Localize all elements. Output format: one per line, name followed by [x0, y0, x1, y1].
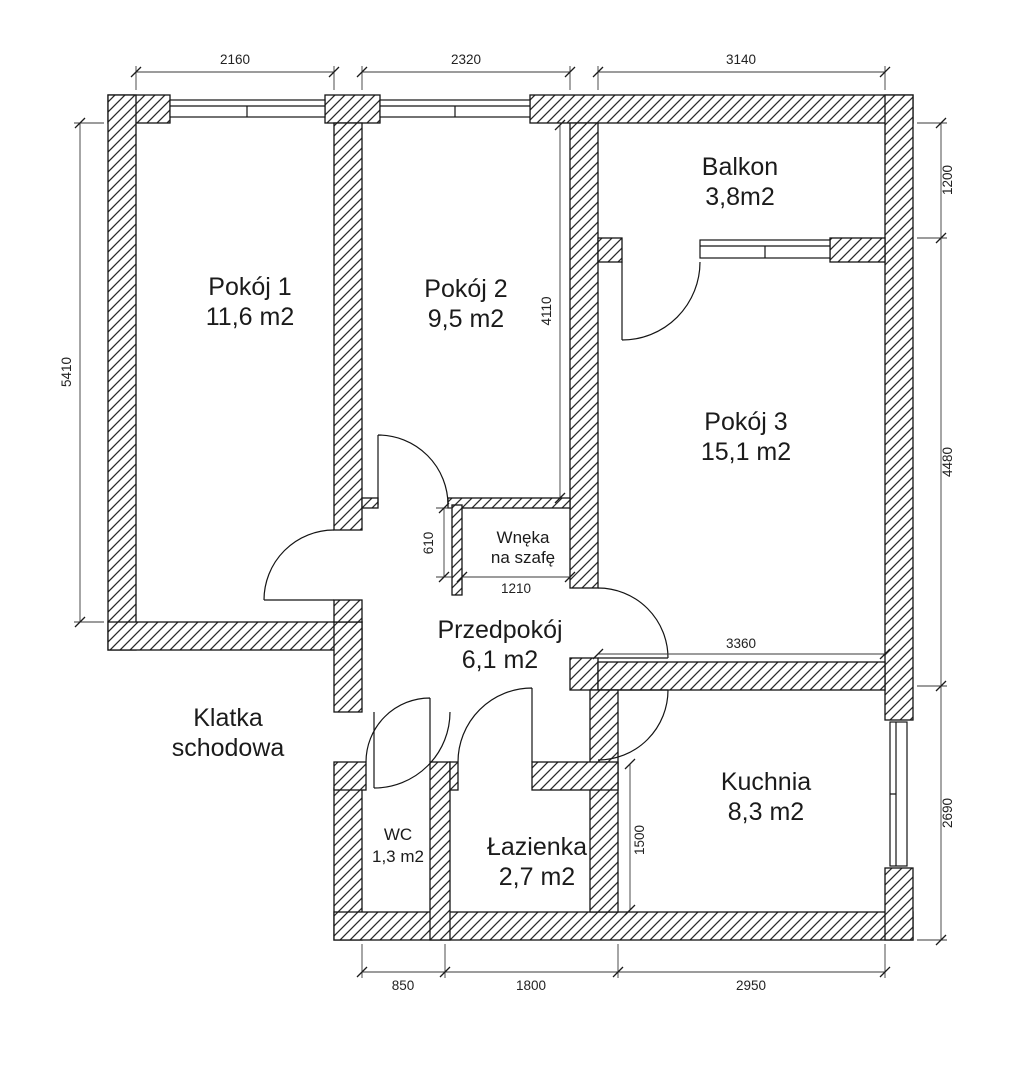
dim-kuchnia-width: 3360 — [726, 636, 756, 651]
wall-segment — [884, 867, 914, 941]
door-kuchnia — [597, 689, 669, 761]
door-entrance — [373, 711, 451, 789]
dim-right-pokoj3: 4480 — [940, 447, 955, 477]
room-pokoj3-name: Pokój 3 — [704, 408, 787, 436]
door-pokoj1 — [263, 529, 335, 601]
wall-segment — [884, 94, 914, 721]
window-inner-line — [380, 105, 530, 117]
dim-bottom-kuchnia: 2950 — [736, 978, 766, 993]
label-klatka-line2: schodowa — [172, 734, 285, 762]
label-wneka-line1: Wnęka — [497, 528, 550, 547]
wall-segment — [333, 761, 367, 791]
door-pokoj2 — [377, 434, 449, 506]
room-balkon-name: Balkon — [702, 153, 778, 181]
dim-top-pokoj2: 2320 — [451, 52, 481, 67]
dim-pokoj2-height: 4110 — [539, 296, 554, 325]
wall-segment — [107, 621, 363, 651]
label-wneka-line2: na szafę — [491, 548, 555, 567]
wall-segment — [333, 599, 363, 623]
room-pokoj1-area: 11,6 m2 — [206, 303, 294, 331]
wall-segment — [597, 237, 623, 263]
door-wc — [365, 697, 431, 763]
dimension-lines — [79, 71, 942, 973]
dim-wneka-depth: 610 — [421, 532, 436, 555]
dim-left-height: 5410 — [59, 357, 74, 387]
window-symbol-pokoj2 — [379, 99, 531, 118]
wall-segment — [597, 661, 886, 691]
dim-right-balkon: 1200 — [940, 165, 955, 195]
dim-right-kuchnia: 2690 — [940, 798, 955, 828]
doors-layer — [263, 261, 701, 789]
wall-segment — [569, 657, 599, 691]
window-symbol-kuchnia — [889, 721, 908, 867]
wall-segment — [447, 497, 571, 509]
dimensions-layer — [74, 66, 947, 978]
room-balkon-area: 3,8m2 — [705, 183, 774, 211]
wall-segment — [361, 497, 379, 509]
wall-segment — [569, 122, 599, 589]
room-labels-layer: Pokój 1 11,6 m2 Pokój 2 9,5 m2 Balkon 3,… — [172, 153, 812, 891]
room-przedpokoj-name: Przedpokój — [437, 616, 562, 644]
wall-segment — [429, 761, 451, 941]
window-inner-line — [170, 105, 325, 117]
dim-bottom-lazienka: 1800 — [516, 978, 546, 993]
window-inner-line — [890, 722, 897, 866]
dimension-labels-layer: 2160 2320 3140 5410 1200 4480 2690 850 1… — [59, 52, 955, 993]
room-pokoj2-area: 9,5 m2 — [428, 305, 504, 333]
wall-segment — [449, 761, 459, 791]
window-symbol-pokoj1 — [169, 99, 326, 118]
wall-segment — [829, 237, 886, 263]
wall-segment — [324, 94, 381, 124]
wall-segment — [589, 689, 619, 913]
room-wc-area: 1,3 m2 — [372, 847, 424, 866]
label-klatka-line1: Klatka — [193, 704, 263, 732]
room-pokoj2-name: Pokój 2 — [424, 275, 507, 303]
room-lazienka-area: 2,7 m2 — [499, 863, 575, 891]
dim-bottom-wc: 850 — [392, 978, 415, 993]
door-balkon — [621, 261, 701, 341]
dimension-ticks — [74, 66, 947, 978]
room-wc-name: WC — [384, 825, 412, 844]
window-inner-line — [700, 245, 830, 258]
dim-lazienka-height: 1500 — [632, 825, 647, 855]
windows-layer — [169, 99, 908, 867]
window-symbol-balkon — [699, 239, 831, 259]
room-pokoj3-area: 15,1 m2 — [701, 438, 791, 466]
wall-segment — [107, 94, 137, 651]
room-przedpokoj-area: 6,1 m2 — [462, 646, 538, 674]
dim-wneka-width: 1210 — [501, 581, 531, 596]
wall-segment — [451, 504, 463, 596]
room-pokoj1-name: Pokój 1 — [208, 273, 291, 301]
wall-segment — [529, 94, 914, 124]
door-lazienka — [457, 687, 533, 763]
walls-layer — [107, 94, 914, 941]
dim-top-balkon: 3140 — [726, 52, 756, 67]
wall-segment — [531, 761, 619, 791]
door-pokoj3 — [597, 587, 669, 659]
dim-top-pokoj1: 2160 — [220, 52, 250, 67]
room-kuchnia-name: Kuchnia — [721, 768, 811, 796]
room-kuchnia-area: 8,3 m2 — [728, 798, 804, 826]
wall-segment — [333, 122, 363, 531]
wall-segment — [333, 621, 363, 713]
wall-segment — [333, 911, 914, 941]
room-lazienka-name: Łazienka — [487, 833, 587, 861]
